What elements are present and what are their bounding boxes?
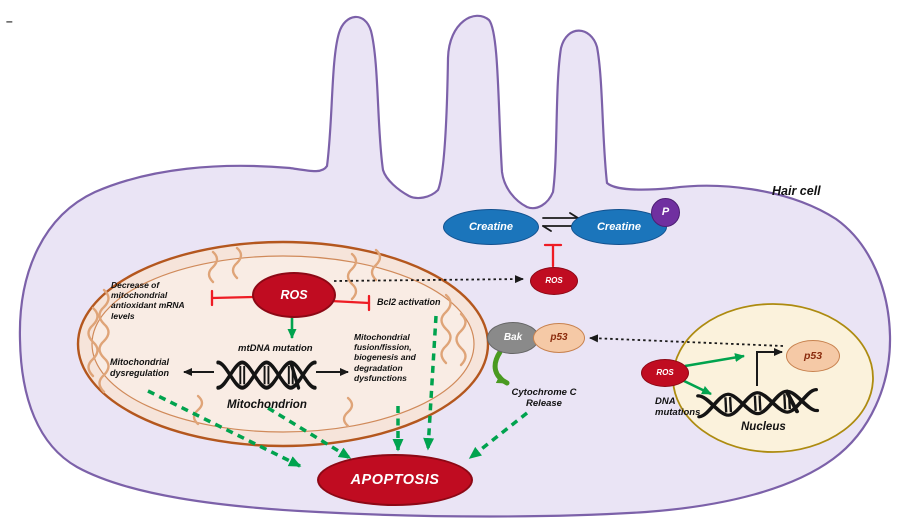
cytochrome-release-label: Cytochrome C Release bbox=[511, 387, 577, 410]
dotted-arrow-nucleus-p53-to-p53 bbox=[589, 334, 784, 347]
mitochondrial-dysregulation-label: Mitochondrial dysregulation bbox=[109, 357, 169, 379]
bcl2-activation-label: Bcl2 activation bbox=[377, 297, 441, 307]
green-arrow-bak-to-cytochrome bbox=[492, 349, 510, 386]
creatine-phosphate-node: Creatine bbox=[571, 209, 667, 245]
inhibition-ros-creatine bbox=[543, 243, 563, 268]
nucleus-label: Nucleus bbox=[741, 421, 786, 433]
green-arrow-nucros-to-dna bbox=[681, 378, 712, 396]
hair-cell-label: Hair cell bbox=[772, 184, 821, 198]
promoter-arrow-dna-to-p53 bbox=[756, 348, 783, 386]
dashed-arrow-dysregulation-apoptosis bbox=[147, 389, 302, 468]
fusion-fission-label: Mitochondrial fusion/fission, biogenesis… bbox=[354, 332, 416, 383]
bak-node: Bak bbox=[487, 322, 539, 354]
mtdna-mutation-label: mtDNA mutation bbox=[238, 343, 313, 354]
dotted-arrow-mito-ros-to-ros bbox=[333, 275, 524, 284]
apoptosis-node: APOPTOSIS bbox=[317, 454, 473, 506]
inhibition-ros-antioxidant bbox=[210, 289, 255, 307]
creatine-node: Creatine bbox=[443, 209, 539, 245]
decrease-antioxidant-label: Decrease of mitochondrial antioxidant mR… bbox=[111, 280, 185, 321]
dashed-arrows-to-apoptosis bbox=[147, 315, 529, 468]
mitochondrion-inner-membrane bbox=[91, 255, 475, 433]
phosphate-badge: P bbox=[651, 198, 680, 227]
stray-dash: – bbox=[6, 14, 13, 28]
p53-nucleus-node: p53 bbox=[786, 340, 840, 372]
ros-mito-node: ROS bbox=[252, 272, 336, 318]
dashed-arrow-bcl2-apoptosis bbox=[423, 315, 438, 451]
p53-cytoplasm-node: p53 bbox=[533, 323, 585, 353]
inhibition-ros-bcl2 bbox=[329, 294, 371, 312]
mitochondrion-label: Mitochondrion bbox=[227, 399, 307, 411]
dna-mutations-label: DNA mutations bbox=[655, 396, 701, 419]
green-arrow-nucros-to-p53 bbox=[684, 353, 745, 368]
mitochondrion-cristae bbox=[87, 246, 467, 428]
ros-center-node: ROS bbox=[530, 267, 578, 295]
dashed-arrow-mtdna-apoptosis bbox=[267, 406, 352, 460]
ros-nucleus-node: ROS bbox=[641, 359, 689, 387]
